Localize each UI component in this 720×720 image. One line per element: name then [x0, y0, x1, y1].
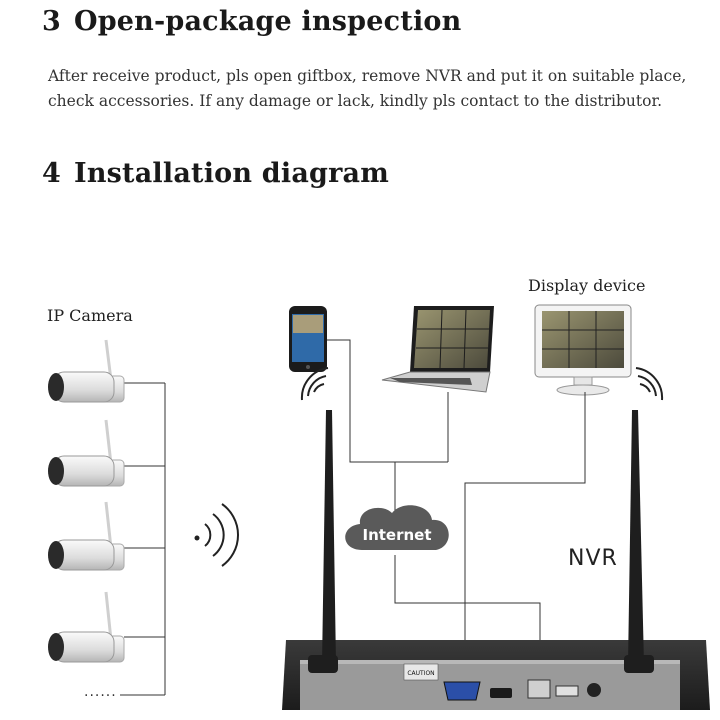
ethernet-port-icon — [527, 679, 551, 699]
left-antenna-signal-icon — [300, 367, 329, 401]
nvr-label: NVR — [568, 546, 618, 571]
section-4-number: 4 — [42, 158, 61, 189]
internet-cloud-icon: Internet — [345, 505, 449, 550]
usb-port-icon — [555, 685, 579, 697]
smartphone-icon — [289, 306, 327, 372]
internet-label: Internet — [362, 526, 431, 544]
ip-camera-label: IP Camera — [47, 306, 133, 325]
ip-camera-4 — [48, 591, 125, 663]
section-3-heading: 3 Open-package inspection — [42, 6, 461, 37]
section-4-heading: 4 Installation diagram — [42, 158, 389, 189]
section-4-title: Installation diagram — [74, 158, 390, 189]
right-antenna-signal-icon — [635, 367, 664, 401]
network-wiring — [327, 339, 586, 666]
antenna-right — [624, 410, 654, 673]
antenna-left — [308, 410, 338, 673]
inspection-paragraph: After receive product, pls open giftbox,… — [48, 64, 688, 114]
vga-port-icon — [443, 681, 481, 701]
section-3-number: 3 — [42, 6, 61, 37]
ip-camera-2 — [48, 419, 125, 487]
paragraph-line-1: After receive product, pls open giftbox,… — [48, 67, 687, 85]
paragraph-line-2: check accessories. If any damage or lack… — [48, 92, 663, 110]
caution-label: CAUTION — [407, 670, 434, 677]
section-3-title: Open-package inspection — [74, 6, 462, 37]
wifi-signal-icon — [194, 503, 239, 567]
ip-camera-1 — [48, 339, 125, 403]
display-device-label: Display device — [528, 276, 646, 295]
power-port-icon — [587, 683, 601, 697]
nvr-device: CAUTION — [282, 640, 710, 710]
camera-wiring — [120, 382, 166, 696]
ip-camera-3 — [48, 501, 125, 571]
display-monitor-icon — [534, 304, 632, 396]
laptop-icon — [381, 306, 494, 393]
hdmi-port-icon — [490, 688, 512, 698]
more-cameras-ellipsis: ...... — [84, 684, 117, 700]
